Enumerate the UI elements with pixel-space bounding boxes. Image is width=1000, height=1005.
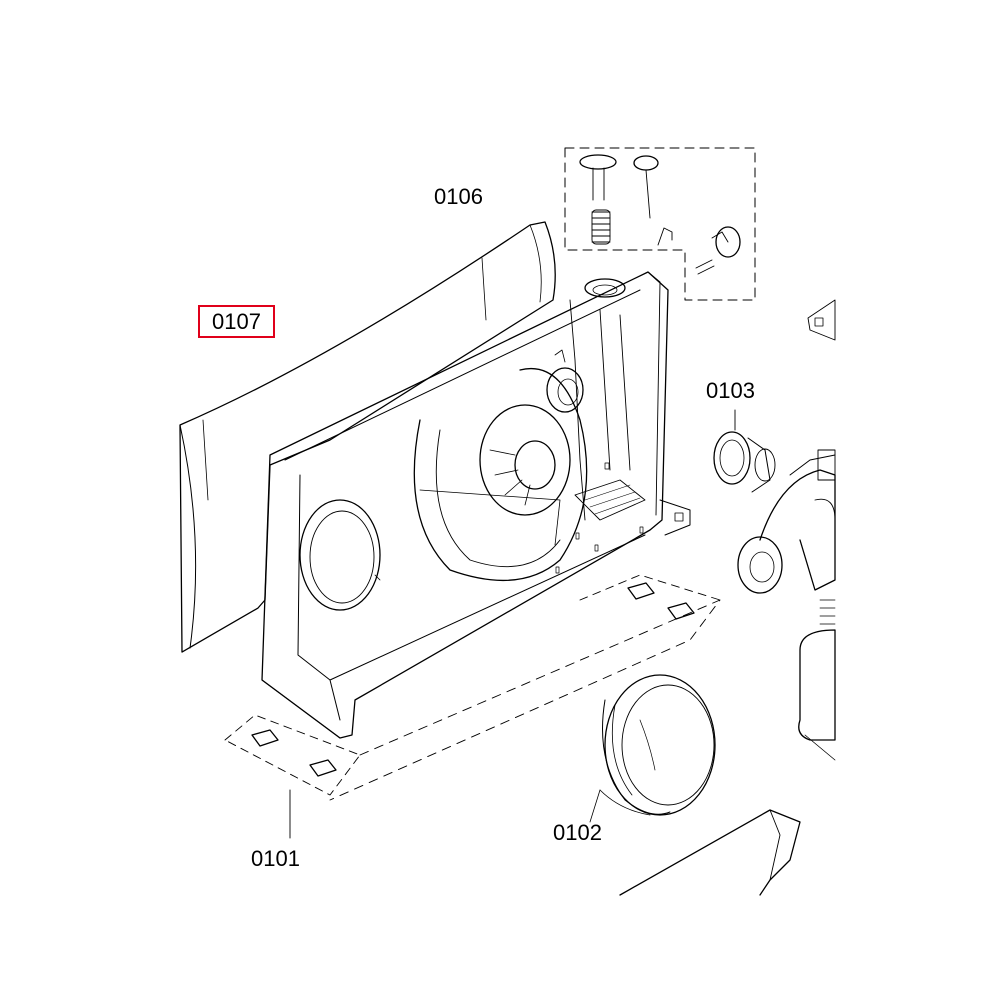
kit-box-top — [564, 147, 756, 301]
part-0102-ring — [599, 674, 716, 816]
highlight-box-0107 — [198, 305, 275, 338]
part-0106-front-frame — [261, 271, 691, 739]
bottom-cover-fragment — [619, 809, 801, 896]
label-part-0102: 0102 — [553, 820, 602, 845]
label-part-0103: 0103 — [706, 378, 755, 403]
part-0103-gear — [713, 409, 776, 493]
part-0101-feet-kit — [224, 574, 721, 839]
label-part-0107: 0107 — [212, 309, 261, 334]
part-0107-rear-panel — [179, 221, 556, 653]
label-part-0106: 0106 — [434, 184, 483, 209]
label-part-0101: 0101 — [251, 846, 300, 871]
right-side-assembly — [737, 299, 836, 761]
